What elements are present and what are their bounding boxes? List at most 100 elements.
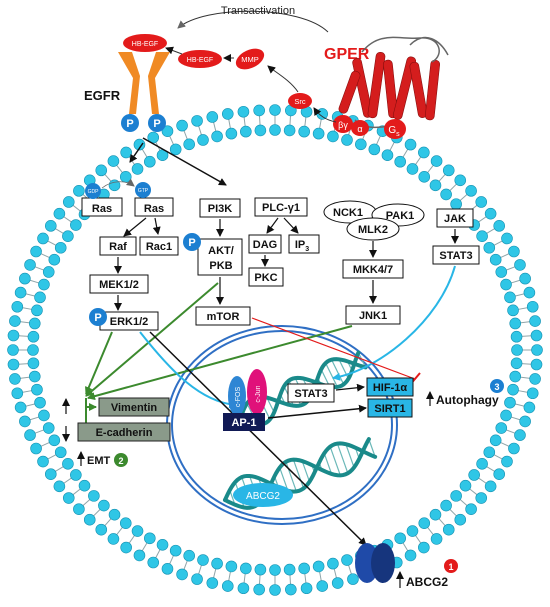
svg-text:E-cadherin: E-cadherin bbox=[96, 427, 153, 439]
svg-text:AP-1: AP-1 bbox=[231, 417, 256, 429]
egfr-to-pi3k-arrow bbox=[142, 137, 227, 186]
svg-text:HIF-1α: HIF-1α bbox=[373, 382, 408, 394]
sirt1-box: SIRT1 bbox=[367, 398, 413, 418]
egfr-phospho-left: P bbox=[121, 114, 139, 132]
g-protein-beta-gamma: βγ bbox=[333, 115, 353, 133]
g-protein-alpha: α bbox=[351, 120, 369, 136]
egfr-phospho-right: P bbox=[148, 114, 166, 132]
svg-text:AKT/: AKT/ bbox=[208, 245, 234, 257]
src-node: Src bbox=[288, 93, 312, 109]
svg-text:Ras: Ras bbox=[144, 203, 164, 215]
mek-box: MEK1/2 bbox=[89, 274, 149, 294]
cell-membrane bbox=[7, 104, 543, 596]
vimentin-box: Vimentin bbox=[98, 397, 170, 417]
gdp-gtp-exchange-arrow bbox=[101, 178, 135, 189]
ras-to-raf-arrow bbox=[123, 217, 147, 237]
jnk-to-emt-arrow bbox=[87, 325, 353, 401]
svg-text:ABCG2: ABCG2 bbox=[406, 575, 448, 589]
egfr-to-ras-arrow bbox=[129, 142, 144, 163]
jnk1-box: JNK1 bbox=[345, 305, 401, 325]
svg-text:MEK1/2: MEK1/2 bbox=[99, 279, 139, 291]
ap1-to-sirt1-arrow bbox=[267, 404, 367, 419]
transactivation-label: Transactivation bbox=[221, 5, 295, 17]
svg-text:P: P bbox=[188, 237, 195, 249]
pkc-box: PKC bbox=[248, 267, 284, 287]
dag-box: DAG bbox=[248, 234, 282, 254]
mlk2-node: MLK2 bbox=[346, 217, 400, 241]
svg-text:Src: Src bbox=[294, 97, 306, 106]
egfr-receptor-icon bbox=[118, 52, 170, 114]
svg-text:P: P bbox=[153, 118, 160, 130]
egfr-label: EGFR bbox=[84, 88, 121, 103]
rac1-box: Rac1 bbox=[139, 236, 179, 256]
ras-to-rac1-arrow bbox=[152, 217, 161, 235]
gper-label: GPER bbox=[324, 46, 370, 63]
emt-label-group: EMT 2 bbox=[77, 451, 128, 467]
ap1-complex: c-FOS c-Jun AP-1 bbox=[223, 369, 267, 431]
svg-text:STAT3: STAT3 bbox=[439, 250, 472, 262]
mkk-box: MKK4/7 bbox=[342, 259, 404, 279]
abcg2-transporter-icon bbox=[355, 543, 395, 583]
hif-box: HIF-1α bbox=[366, 377, 414, 397]
hbegf-to-hbegf-arrow bbox=[165, 46, 183, 55]
svg-text:DAG: DAG bbox=[253, 239, 277, 251]
svg-text:EMT: EMT bbox=[87, 455, 111, 467]
svg-text:2: 2 bbox=[118, 456, 123, 466]
svg-text:PKB: PKB bbox=[209, 260, 232, 272]
svg-text:1: 1 bbox=[448, 562, 453, 572]
akt-box: AKT/ PKB P bbox=[183, 233, 243, 276]
svg-text:PLC-γ1: PLC-γ1 bbox=[262, 202, 300, 214]
plc-box: PLC-γ1 bbox=[254, 197, 308, 217]
svg-text:P: P bbox=[94, 312, 101, 324]
svg-text:PKC: PKC bbox=[254, 272, 277, 284]
stat3-cyto-box: STAT3 bbox=[432, 245, 480, 265]
hb-egf-bound: HB-EGF bbox=[178, 50, 222, 68]
mtor-to-emt-arrow bbox=[85, 282, 219, 397]
svg-text:c-FOS: c-FOS bbox=[235, 387, 242, 408]
ras-gdp: Ras GDP bbox=[81, 183, 123, 217]
svg-text:JAK: JAK bbox=[444, 213, 466, 225]
svg-text:mTOR: mTOR bbox=[207, 311, 240, 323]
jak-box: JAK bbox=[436, 208, 474, 228]
svg-text:IP3: IP3 bbox=[295, 239, 309, 253]
stat3-to-hif-arrow bbox=[335, 383, 365, 392]
plc-to-ip3-arrow bbox=[283, 217, 299, 234]
svg-text:MLK2: MLK2 bbox=[358, 224, 388, 236]
g-to-src-arrow bbox=[313, 107, 337, 123]
svg-text:Rac1: Rac1 bbox=[146, 241, 172, 253]
svg-text:PAK1: PAK1 bbox=[386, 210, 415, 222]
transactivation-arrow bbox=[177, 10, 329, 33]
erk-box: ERK1/2 P bbox=[89, 308, 159, 331]
erk-to-emt-arrow bbox=[85, 331, 113, 395]
abcg2-label-group: ABCG2 1 bbox=[396, 559, 458, 589]
svg-text:3: 3 bbox=[494, 382, 499, 392]
raf-box: Raf bbox=[99, 236, 137, 256]
ras-gtp: Ras GTP bbox=[134, 182, 174, 217]
src-to-mmp-arrow bbox=[267, 65, 299, 93]
svg-text:Raf: Raf bbox=[109, 241, 127, 253]
g-protein-gs: Gs bbox=[384, 119, 406, 139]
svg-text:βγ: βγ bbox=[338, 120, 348, 130]
svg-text:ERK1/2: ERK1/2 bbox=[110, 316, 149, 328]
mmp-node: MMP bbox=[235, 48, 265, 70]
svg-text:Ras: Ras bbox=[92, 203, 112, 215]
erk-to-abcg2-arrow bbox=[149, 331, 367, 546]
svg-text:GTP: GTP bbox=[138, 188, 149, 194]
plc-to-dag-arrow bbox=[266, 217, 279, 234]
nucleus-inner bbox=[171, 330, 393, 520]
ip3-box: IP3 bbox=[288, 234, 320, 254]
pi3k-box: PI3K bbox=[199, 198, 241, 218]
svg-text:P: P bbox=[126, 118, 133, 130]
ecadherin-box: E-cadherin bbox=[77, 422, 171, 442]
svg-text:SIRT1: SIRT1 bbox=[374, 403, 405, 415]
svg-text:α: α bbox=[357, 124, 362, 134]
stat3-to-nuclear-stat3-arrow bbox=[332, 265, 456, 381]
mtor-box: mTOR bbox=[195, 306, 251, 326]
stat3-nuclear-box: STAT3 bbox=[287, 383, 335, 403]
svg-text:STAT3: STAT3 bbox=[294, 388, 327, 400]
svg-text:MMP: MMP bbox=[241, 55, 259, 64]
mtor-inhibits-autophagy bbox=[251, 317, 416, 380]
svg-text:c-Jun: c-Jun bbox=[255, 385, 262, 402]
